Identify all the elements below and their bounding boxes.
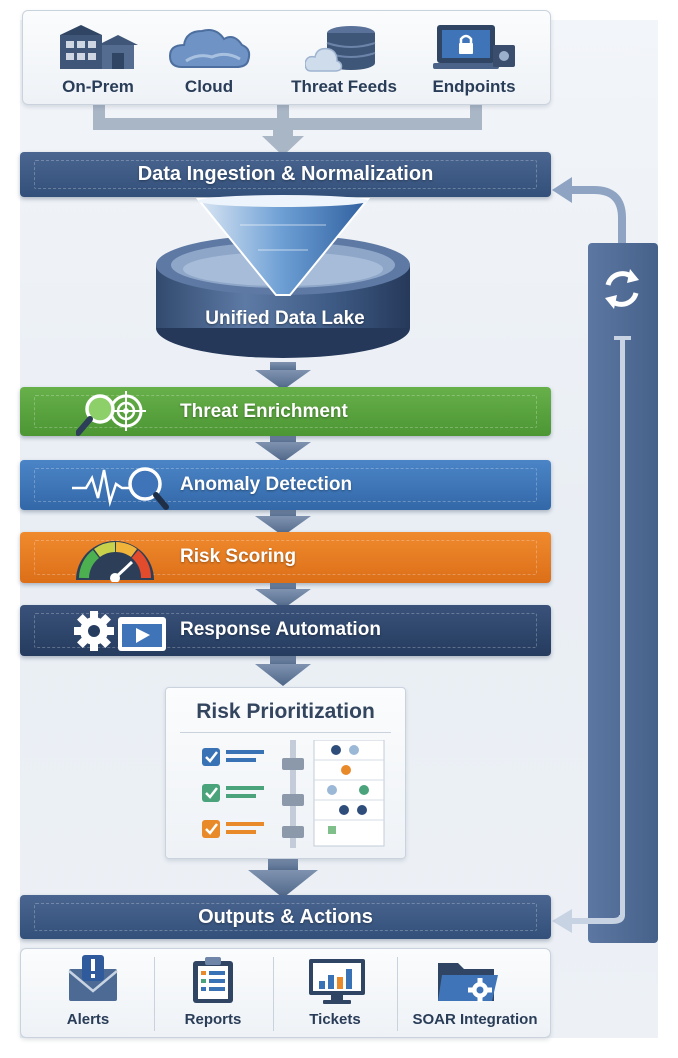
cloud-icon	[168, 29, 251, 68]
pulse-magnifier-icon	[72, 467, 169, 510]
divider	[154, 957, 155, 1031]
flow-arrow	[255, 510, 311, 536]
gauge-icon	[76, 541, 154, 582]
flow-arrow	[255, 583, 311, 609]
stage-label: Risk Scoring	[180, 546, 297, 567]
flow-arrow	[255, 362, 311, 390]
output-label: Reports	[184, 1011, 242, 1028]
building-icon	[60, 25, 138, 69]
outputs-bar: Outputs & Actions	[20, 895, 551, 939]
checklist-sliders-icon	[202, 740, 385, 848]
flow-arrow	[248, 858, 318, 898]
flow-arrow	[255, 436, 311, 462]
divider	[180, 732, 391, 733]
magnifier-target-icon	[76, 391, 146, 436]
source-label: Cloud	[184, 77, 234, 96]
stage-threat-enrichment: Threat Enrichment	[20, 387, 551, 436]
monitor-chart-icon	[309, 959, 365, 1004]
laptop-lock-icon	[433, 25, 515, 69]
stage-response-automation: Response Automation	[20, 605, 551, 656]
funnel-icon	[195, 195, 371, 296]
source-label: Endpoints	[432, 77, 516, 96]
stage-label: Threat Enrichment	[180, 401, 348, 422]
data-lake-label: Unified Data Lake	[205, 308, 365, 329]
feedback-rail	[552, 177, 658, 943]
outputs-label: Outputs & Actions	[198, 906, 373, 928]
risk-prioritization-title: Risk Prioritization	[196, 700, 375, 723]
source-connector	[93, 104, 482, 156]
folder-gear-icon	[438, 963, 498, 1002]
source-label: On-Prem	[62, 77, 134, 96]
source-label: Threat Feeds	[291, 77, 397, 96]
database-cloud-icon	[305, 26, 376, 72]
refresh-cycle-icon	[605, 269, 639, 309]
output-label: Tickets	[309, 1011, 361, 1028]
ingestion-bar: Data Ingestion & Normalization	[20, 152, 551, 197]
alert-envelope-icon	[68, 955, 118, 1001]
gear-play-icon	[74, 611, 166, 651]
risk-prioritization-panel: Risk Prioritization	[165, 687, 406, 859]
flow-arrow	[255, 656, 311, 686]
data-sources-panel: On-Prem Cloud Threat Feeds Endpoints	[22, 10, 551, 105]
divider	[397, 957, 398, 1031]
ingestion-label: Data Ingestion & Normalization	[137, 163, 434, 185]
divider	[273, 957, 274, 1031]
data-lake-graphic	[156, 195, 410, 358]
stage-label: Response Automation	[180, 619, 381, 640]
output-label: SOAR Integration	[412, 1011, 538, 1028]
outputs-panel: Alerts Reports Tickets SOAR Integration	[20, 948, 551, 1038]
stage-anomaly-detection: Anomaly Detection	[20, 460, 551, 510]
output-label: Alerts	[66, 1011, 110, 1028]
stage-label: Anomaly Detection	[180, 474, 353, 495]
clipboard-report-icon	[193, 957, 233, 1003]
stage-risk-scoring: Risk Scoring	[20, 532, 551, 583]
